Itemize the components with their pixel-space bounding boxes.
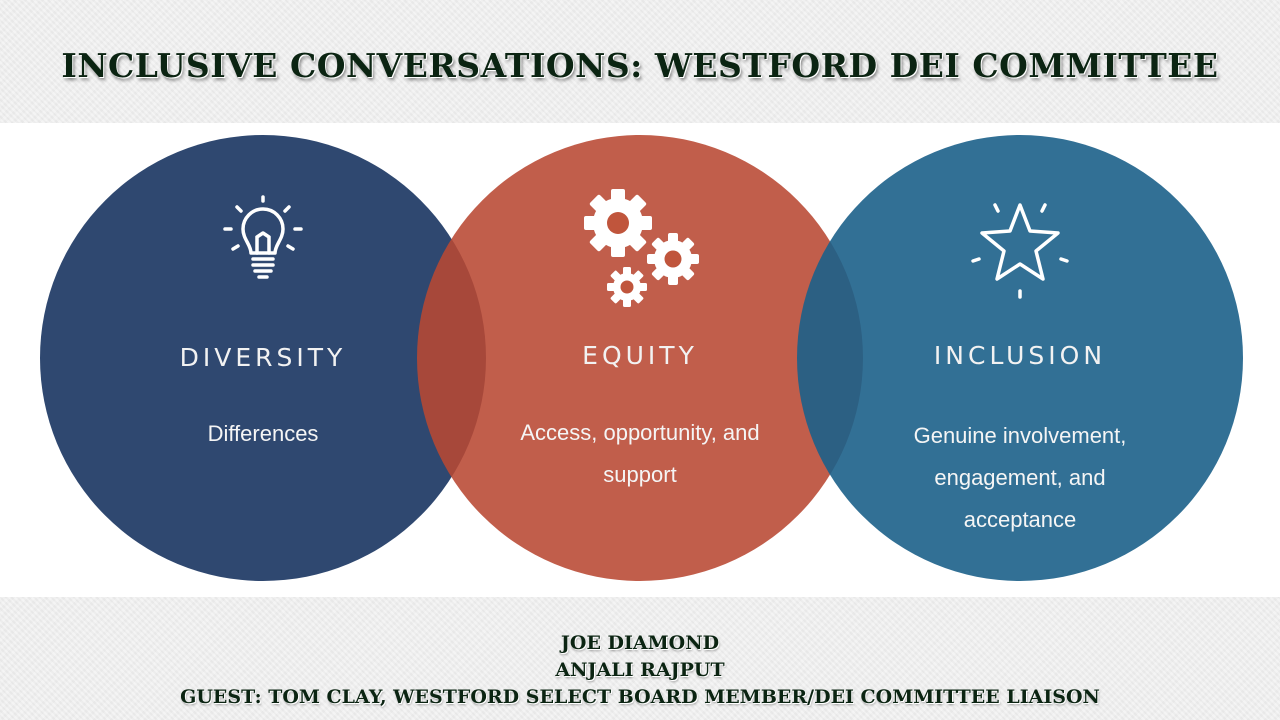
equity-description-line: Access, opportunity, and bbox=[520, 420, 760, 445]
equity-content: EQUITY Access, opportunity, and support bbox=[417, 123, 863, 597]
inclusion-content: INCLUSION Genuine involvement, engagemen… bbox=[797, 123, 1243, 597]
inclusion-label: INCLUSION bbox=[933, 341, 1107, 370]
inclusion-description-line: engagement, and bbox=[934, 465, 1106, 490]
diversity-label: DIVERSITY bbox=[179, 343, 347, 372]
equity-description-line: support bbox=[603, 462, 677, 487]
presenters-credits: JOE DIAMOND ANJALI RAJPUT GUEST: TOM CLA… bbox=[0, 630, 1280, 711]
equity-description: Access, opportunity, and support bbox=[480, 412, 800, 496]
diversity-description: Differences bbox=[113, 413, 413, 455]
inclusion-description-line: acceptance bbox=[963, 507, 1077, 532]
page-title: INCLUSIVE CONVERSATIONS: WESTFORD DEI CO… bbox=[61, 46, 1219, 85]
inclusion-description-line: Genuine involvement, bbox=[913, 423, 1127, 448]
inclusion-description: Genuine involvement, engagement, and acc… bbox=[860, 415, 1180, 541]
guest-credit: GUEST: TOM CLAY, WESTFORD SELECT BOARD M… bbox=[180, 686, 1100, 708]
lightbulb-icon bbox=[213, 191, 313, 295]
venn-diagram-panel: DIVERSITY Differences bbox=[0, 123, 1280, 597]
diversity-description-line: Differences bbox=[207, 421, 319, 446]
diversity-content: DIVERSITY Differences bbox=[40, 123, 486, 597]
gears-icon bbox=[575, 187, 705, 316]
presenter-name: JOE DIAMOND bbox=[560, 632, 720, 654]
star-icon bbox=[965, 195, 1075, 305]
equity-label: EQUITY bbox=[582, 341, 698, 370]
presenter-name: ANJALI RAJPUT bbox=[555, 659, 725, 681]
